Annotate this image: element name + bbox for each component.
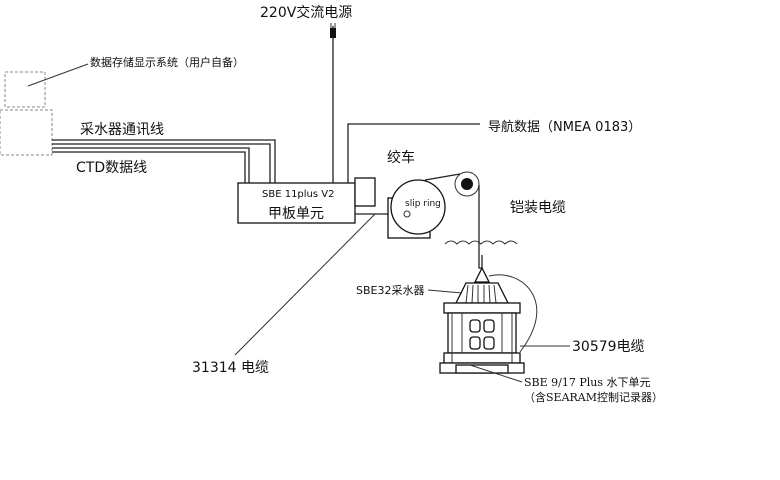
sensor-ports <box>469 319 495 350</box>
underwater-unit-leader <box>469 364 523 383</box>
ctd-data-label: CTD数据线 <box>76 160 147 176</box>
cable-30579-label: 30579电缆 <box>572 339 645 355</box>
sheave-inner <box>461 178 473 190</box>
sampler-comm-cable <box>52 139 276 183</box>
package-cone <box>473 266 491 283</box>
sampler-comm-cable-2 <box>52 143 271 183</box>
slip-ring-label: slip ring <box>405 199 441 209</box>
frame-top-rail <box>443 302 521 314</box>
ctd-data-cable-2 <box>52 151 246 183</box>
armored-cable-label: 铠装电缆 <box>510 200 566 216</box>
winch-drum <box>390 179 446 235</box>
sampler-bottles-top <box>454 282 510 304</box>
cable-31314-line <box>234 213 376 356</box>
display-system-leader <box>27 63 89 87</box>
frame-legs <box>451 313 513 363</box>
monitor-outline <box>4 71 46 108</box>
deck-unit-model: SBE 11plus V2 <box>262 189 335 200</box>
ctd-data-cable <box>52 147 250 183</box>
sheave-outer <box>454 171 480 197</box>
sampler-comm-label: 采水器通讯线 <box>80 122 164 138</box>
cable-30579-loop <box>488 274 538 353</box>
power-label: 220V交流电源 <box>260 4 352 21</box>
underwater-unit-label: SBE 9/17 Plus 水下单元 <box>524 376 651 389</box>
computer-case-outline <box>0 109 53 156</box>
frame-body <box>447 312 517 354</box>
navigation-label: 导航数据（NMEA 0183） <box>488 119 641 135</box>
sampler-leader <box>427 289 463 294</box>
sampler-bottles <box>465 284 497 304</box>
deck-unit-box <box>237 182 356 224</box>
power-plug <box>330 28 336 38</box>
underwater-unit-note: （含SEARAM控制记录器） <box>524 390 663 404</box>
armored-cable-line <box>478 185 482 269</box>
winch-label: 绞车 <box>387 149 415 166</box>
deck-unit-label: 甲板单元 <box>268 206 324 222</box>
slip-ring-center <box>403 210 411 218</box>
frame-bottom-rail <box>443 352 521 364</box>
display-system-label: 数据存储显示系统（用户自备） <box>90 55 244 69</box>
deck-unit-port <box>354 177 376 207</box>
sampler-label: SBE32采水器 <box>356 284 424 297</box>
cable-31314-label: 31314 电缆 <box>192 360 269 376</box>
cable-drum-to-sheave <box>424 173 461 181</box>
navigation-cable <box>347 123 480 183</box>
water-surface <box>444 240 518 245</box>
